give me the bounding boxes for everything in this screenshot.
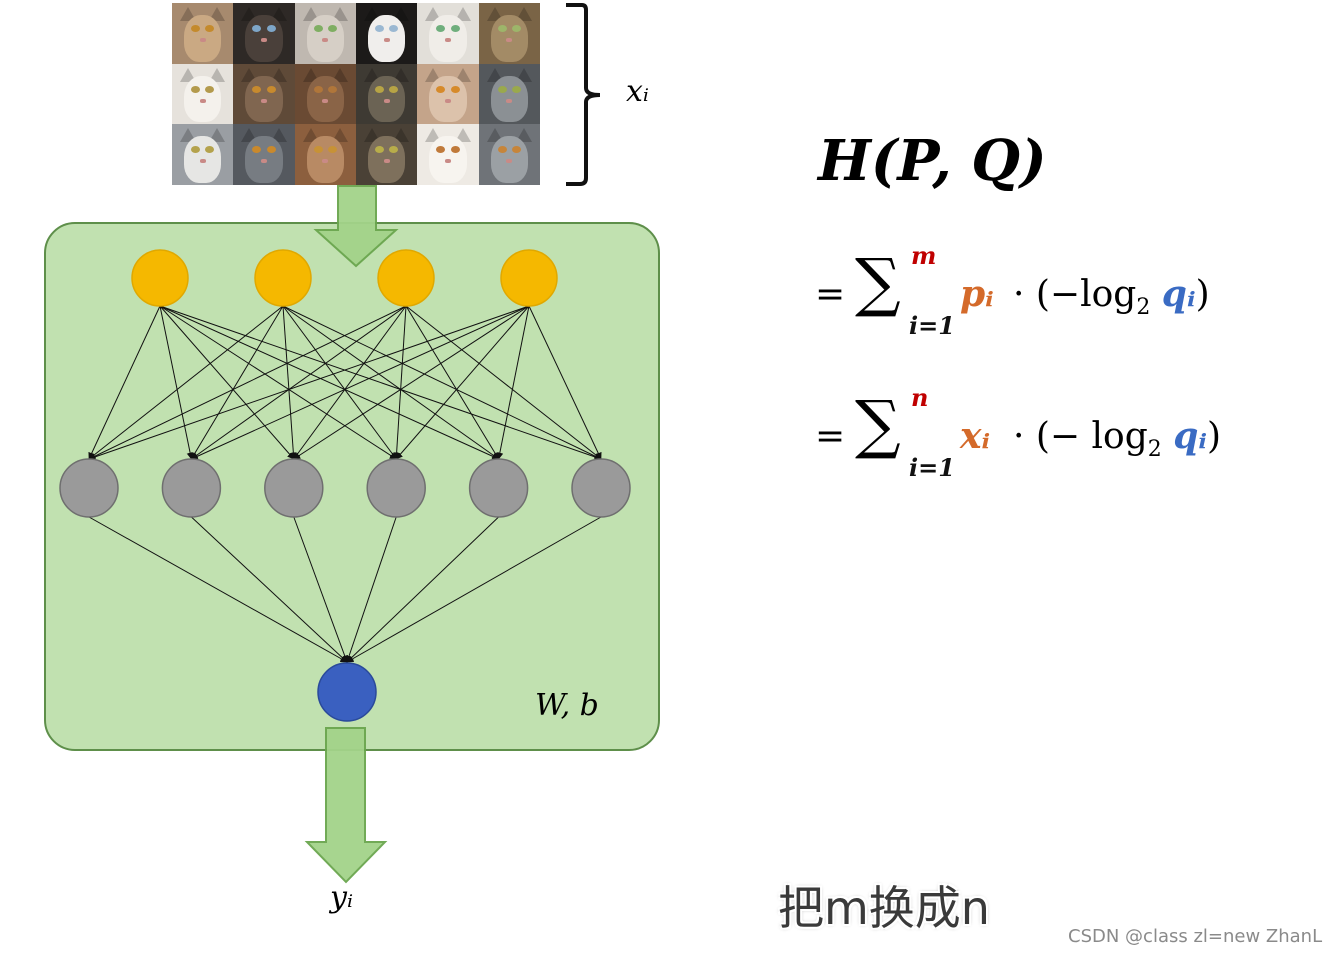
connection-edge	[159, 305, 500, 460]
term-x: xᵢ	[960, 415, 991, 457]
neg-log: · (− log2 qᵢ)	[1013, 415, 1222, 463]
connection-edge	[88, 305, 284, 460]
cat-photo	[478, 3, 540, 64]
connection-edge	[345, 516, 397, 663]
hidden-node	[571, 458, 631, 518]
connection-edge	[190, 305, 530, 460]
equals-sign: =	[815, 274, 846, 315]
video-subtitle: 把m换成n	[778, 881, 990, 935]
connection-edge	[282, 305, 602, 460]
cat-photo	[417, 63, 479, 125]
equation-1: = ∑ m i=1 pᵢ · (−log2 qᵢ)	[815, 241, 1210, 340]
connection-edge	[190, 305, 407, 460]
sum-lower-limit: i=1	[909, 453, 955, 482]
connection-edge	[393, 305, 407, 460]
hidden-node	[161, 458, 222, 518]
neg-log: · (−log2 qᵢ)	[1013, 273, 1210, 321]
cat-photo	[417, 124, 479, 185]
cat-photo	[294, 124, 356, 185]
cat-photo	[233, 124, 295, 185]
sum-upper-limit: m	[911, 241, 937, 270]
input-node	[254, 249, 312, 307]
connection-edge	[159, 305, 194, 460]
cat-photo	[355, 124, 418, 185]
connection-edge	[496, 305, 530, 460]
connection-edge	[88, 305, 530, 461]
connection-edge	[282, 305, 397, 460]
input-label: xᵢ	[626, 74, 649, 109]
cat-image-grid	[172, 3, 540, 185]
input-node	[500, 249, 558, 307]
connection-edge	[191, 516, 348, 663]
connection-edge	[405, 305, 500, 460]
cat-photo	[417, 3, 479, 64]
cat-photo	[172, 3, 234, 64]
watermark: CSDN @class zl=new ZhanL	[1068, 926, 1323, 947]
cat-photo	[355, 63, 418, 125]
cat-photo	[478, 63, 540, 125]
hidden-node	[366, 458, 426, 518]
term-p: pᵢ	[960, 273, 994, 315]
connection-edge	[528, 305, 602, 460]
connection-edge	[159, 305, 397, 460]
cat-photo	[294, 63, 356, 125]
connection-edge	[190, 305, 284, 460]
input-node	[131, 249, 189, 307]
cat-photo	[233, 63, 295, 125]
brace	[566, 3, 601, 186]
edges-layer	[88, 305, 602, 663]
connection-edge	[88, 516, 348, 663]
cat-photo	[233, 3, 295, 64]
connection-edge	[405, 305, 602, 460]
connection-edge	[159, 305, 602, 461]
params-label: W, b	[535, 688, 599, 723]
input-node	[377, 249, 435, 307]
connection-edge	[293, 516, 349, 663]
connection-edge	[88, 305, 161, 460]
sum-upper-limit: n	[911, 383, 929, 412]
cat-photo	[172, 63, 234, 125]
cat-photo	[355, 3, 418, 64]
hidden-node	[264, 458, 324, 518]
connection-edge	[159, 305, 295, 460]
hidden-node	[59, 458, 119, 518]
output-node	[317, 662, 377, 722]
connection-edge	[282, 305, 297, 460]
connection-edge	[346, 516, 499, 663]
equation-2: = ∑ n i=1 xᵢ · (− log2 qᵢ)	[815, 383, 1221, 482]
connection-edge	[293, 305, 407, 460]
hidden-node	[468, 458, 529, 518]
connection-edge	[282, 305, 500, 460]
output-label: yᵢ	[330, 880, 353, 915]
sigma-symbol: ∑	[855, 388, 901, 462]
sum-lower-limit: i=1	[909, 311, 955, 340]
output-arrow	[304, 727, 388, 884]
sigma-symbol: ∑	[855, 246, 901, 320]
nodes-layer	[59, 249, 631, 722]
cat-photo	[294, 3, 356, 64]
cat-photo	[172, 124, 234, 185]
connection-edge	[346, 516, 602, 663]
equals-sign: =	[815, 416, 846, 457]
cross-entropy-title: H(P, Q)	[818, 128, 1047, 194]
connection-edge	[395, 305, 530, 460]
connection-edge	[88, 305, 407, 460]
cat-photo	[478, 124, 540, 185]
connection-edge	[293, 305, 530, 460]
input-arrow	[313, 185, 399, 268]
